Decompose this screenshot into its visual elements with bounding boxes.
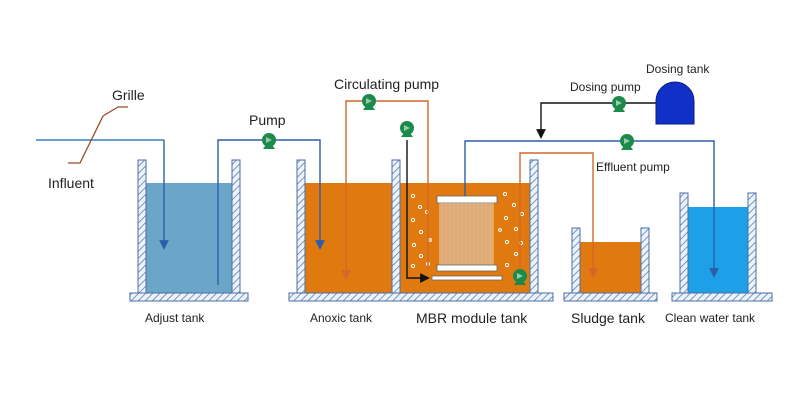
pump-label: Pump: [249, 112, 286, 128]
effluent-pump-icon: [620, 134, 634, 150]
clean-water-tank-right-wall: [747, 192, 757, 294]
dosing-tank-label: Dosing tank: [646, 62, 710, 76]
influent-label: Influent: [48, 175, 94, 191]
anoxic-tank-label: Anoxic tank: [310, 311, 373, 325]
effluent-pump-label: Effluent pump: [596, 160, 670, 174]
aeration-pipe: [431, 275, 503, 281]
mbr-tank-right-wall: [529, 159, 539, 294]
circulating-pump-label: Circulating pump: [334, 76, 439, 92]
circulating-pump-icon: [362, 94, 376, 110]
dosing-pump-icon: [612, 96, 626, 112]
anoxic-mbr-floor: [288, 292, 554, 302]
grille-label: Grille: [112, 87, 145, 103]
anoxic-tank-left-wall: [296, 159, 306, 294]
adjust-tank-left-wall: [137, 159, 147, 294]
sludge-tank-label: Sludge tank: [571, 310, 646, 326]
adjust-tank-label: Adjust tank: [145, 311, 205, 325]
grille-icon: [68, 106, 128, 164]
circulating-pipe: [341, 100, 429, 280]
sludge-tank-right-wall: [640, 227, 650, 294]
adjust-tank-right-wall: [231, 159, 241, 294]
aeration-bubbles: [410, 191, 525, 269]
adjust-tank-water: [146, 183, 232, 293]
dosing-tank-icon: [655, 81, 695, 125]
aeration-supply-pipe: [406, 140, 430, 283]
dosing-pipe: [536, 102, 660, 139]
sludge-tank-sludge: [580, 242, 641, 293]
clean-water-tank-label: Clean water tank: [665, 311, 756, 325]
partition-wall: [391, 159, 401, 294]
effluent-pipe: [464, 140, 719, 278]
pump-icon: [262, 133, 276, 149]
adjust-tank-floor: [129, 292, 249, 302]
anoxic-tank-sludge: [305, 183, 392, 293]
sludge-tank: [563, 227, 658, 302]
clean-water-tank-water: [688, 207, 748, 293]
sludge-tank-floor: [563, 292, 658, 302]
adjust-tank: [129, 159, 249, 302]
clean-water-tank-floor: [671, 292, 773, 302]
dosing-pump-label: Dosing pump: [570, 80, 641, 94]
membrane-module-icon: [436, 195, 498, 272]
mbr-module-tank-label: MBR module tank: [416, 310, 528, 326]
blower-pump-icon: [400, 121, 414, 137]
clean-water-tank: [671, 192, 773, 302]
clean-water-tank-left-wall: [679, 192, 689, 294]
sludge-tank-left-wall: [571, 227, 581, 294]
sludge-discharge-pipe: [519, 152, 598, 278]
